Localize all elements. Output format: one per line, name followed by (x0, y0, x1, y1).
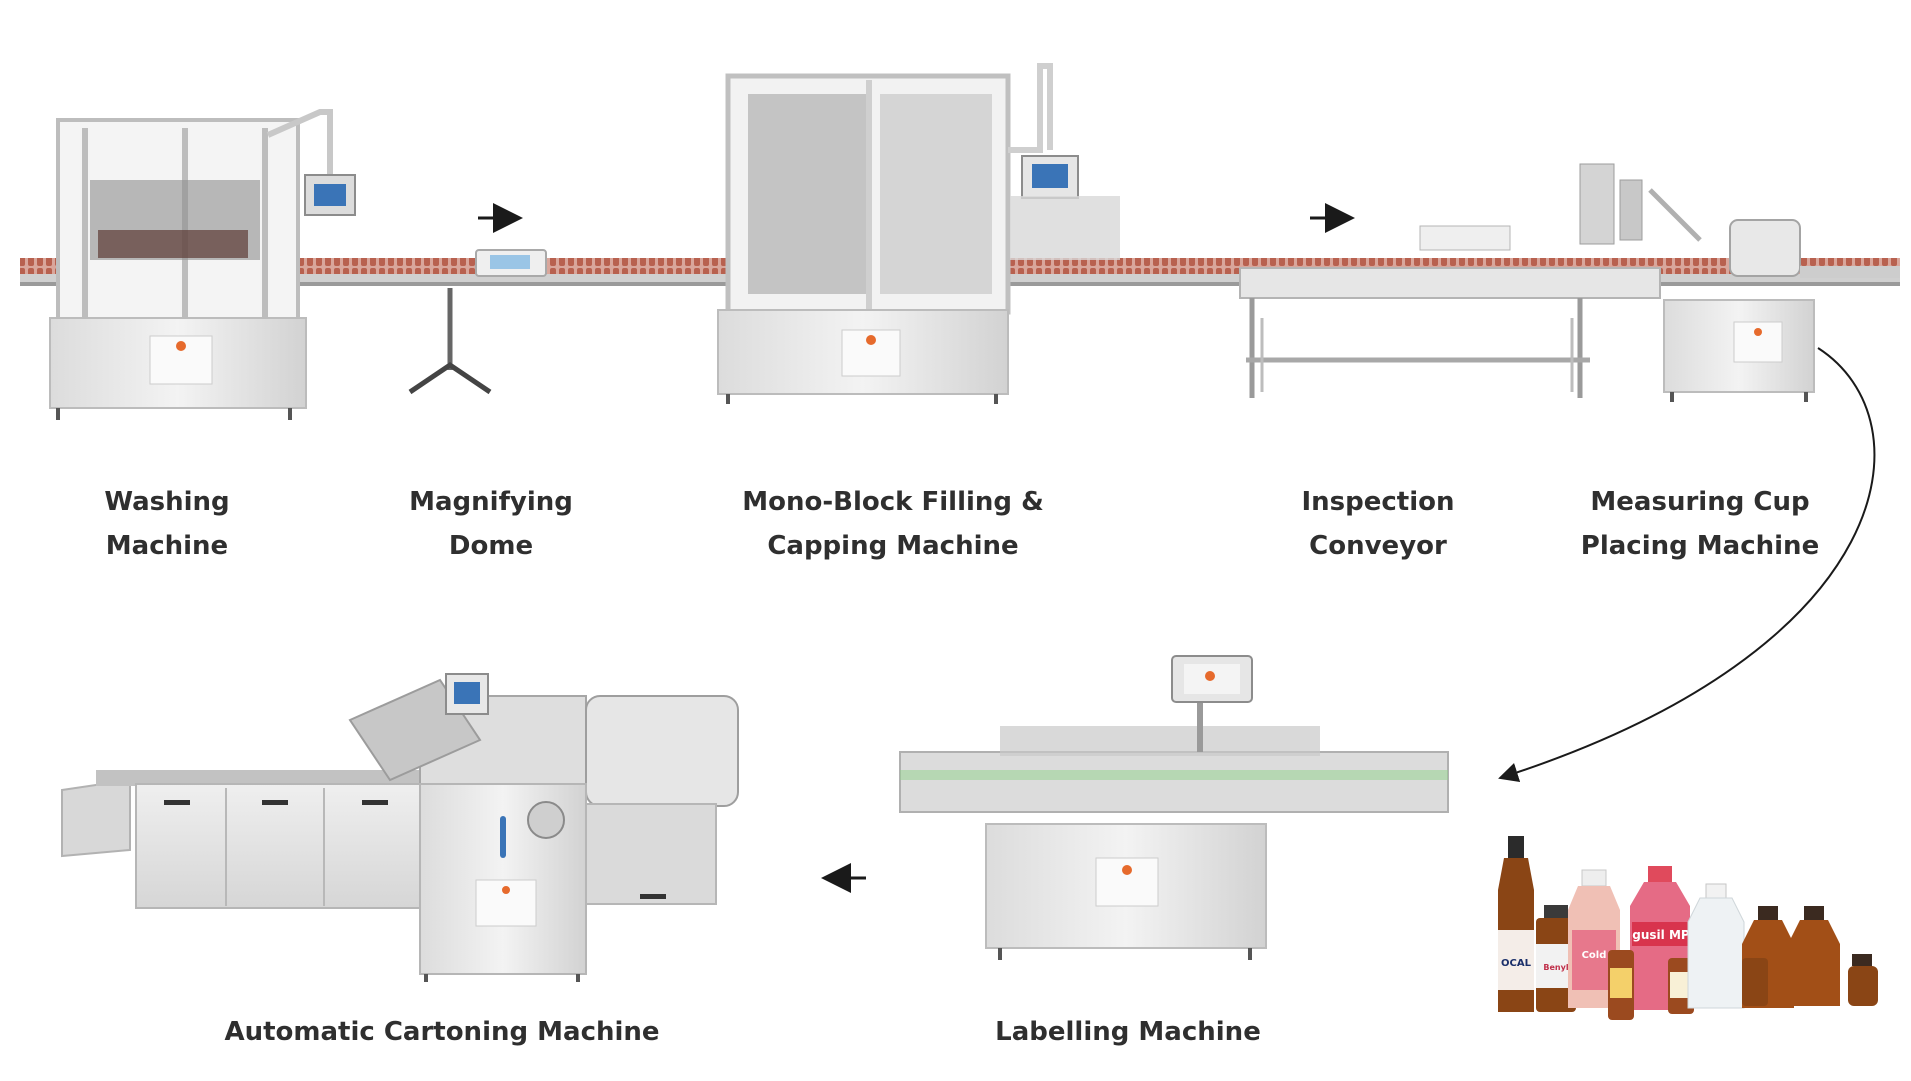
bottle-label-cold: Cold (1582, 950, 1607, 961)
bottle-label-gusil: gusil MP (1632, 928, 1690, 942)
label-cartoning-machine: Automatic Cartoning Machine (224, 1017, 660, 1047)
filling-capping-machine-image (717, 63, 1120, 404)
labelling-machine-image (899, 655, 1449, 960)
bottle-cluster-image: OCAL Benyl Cold gusil MP (1498, 836, 1878, 1020)
label-measuring-cup-machine: Measuring Cup Placing Machine (1580, 487, 1820, 561)
label-filling-capping-machine: Mono-Block Filling & Capping Machine (742, 487, 1044, 561)
label-magnifying-dome: Magnifying Dome (409, 487, 573, 561)
bottle-label-benyl: Benyl (1543, 963, 1568, 972)
curved-arrow-icon (1498, 347, 1876, 783)
measuring-cup-machine-image (1579, 163, 1900, 402)
label-inspection-conveyor: Inspection Conveyor (1301, 487, 1455, 561)
cartoning-machine-image (61, 673, 739, 982)
magnifying-dome-image (408, 249, 547, 395)
label-labelling-machine: Labelling Machine (995, 1017, 1261, 1047)
label-washing-machine: Washing Machine (104, 487, 230, 561)
inspection-conveyor-image (1239, 225, 1661, 398)
bottle-label-ocal: OCAL (1501, 958, 1532, 969)
washing-machine-image (49, 109, 356, 420)
